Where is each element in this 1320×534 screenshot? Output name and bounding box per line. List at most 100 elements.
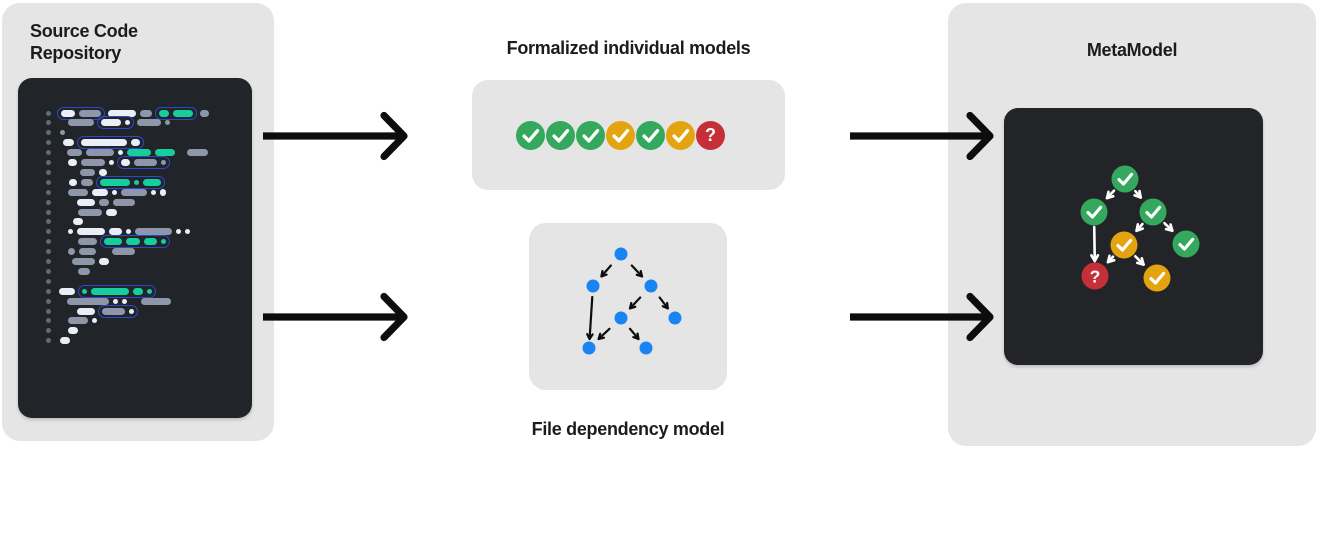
meta-node-red	[1081, 262, 1109, 290]
check-icon	[582, 128, 600, 143]
metamodel-box: ?	[1004, 108, 1263, 365]
graph-edge	[600, 264, 613, 278]
code-line	[57, 106, 209, 120]
gutter-dot	[46, 298, 51, 304]
code-token-pill	[99, 258, 109, 265]
code-line	[68, 327, 78, 335]
dependency-node	[668, 311, 682, 325]
code-token-pill	[78, 238, 97, 246]
code-token-pill	[79, 248, 96, 256]
code-token-pill	[72, 258, 95, 265]
graph-edge	[630, 264, 644, 278]
check-icon	[1178, 237, 1195, 251]
formalized-models-title: Formalized individual models	[506, 38, 751, 58]
code-line	[78, 267, 90, 275]
gutter-dot	[46, 239, 51, 245]
gutter-dot	[46, 268, 51, 274]
question-mark-icon: ?	[1090, 267, 1101, 287]
title-line-1: Source Code	[30, 21, 138, 41]
dependency-node	[614, 311, 628, 325]
code-token-pill	[121, 159, 130, 166]
code-token-dot	[151, 189, 156, 195]
code-token-pill	[77, 307, 95, 315]
gutter-dot	[46, 110, 51, 116]
gutter-dot	[46, 308, 51, 314]
arrow-head	[380, 111, 408, 161]
metamodel-graph: ?	[1080, 165, 1200, 292]
check-icon	[1116, 238, 1133, 252]
meta-node-green	[1111, 165, 1139, 193]
code-token-pill	[78, 208, 102, 216]
code-token-dot	[109, 160, 114, 165]
code-highlight-group	[117, 156, 170, 169]
graph-arrowhead	[635, 269, 644, 278]
graph-arrowhead	[1105, 190, 1115, 200]
right-arrow-icon	[263, 111, 408, 161]
code-token-pill	[121, 188, 147, 196]
code-token-pill	[60, 337, 70, 345]
check-icon	[1149, 271, 1166, 285]
check-icon	[522, 128, 540, 143]
code-token-dot	[113, 298, 118, 304]
dependency-node	[582, 341, 596, 355]
code-token-pill	[78, 267, 90, 275]
meta-node-yellow	[1110, 231, 1138, 259]
meta-node-green	[1080, 198, 1108, 226]
file-dependency-graph	[582, 247, 682, 355]
dependency-node	[639, 341, 653, 355]
code-token-pill	[68, 159, 77, 166]
code-token-pill	[67, 149, 82, 157]
code-token-pill	[187, 149, 208, 157]
graph-arrowhead	[1135, 256, 1145, 266]
status-badge-row: ?	[516, 120, 725, 150]
code-line	[68, 317, 97, 325]
code-token-pill	[127, 149, 151, 157]
code-token-pill	[200, 109, 209, 117]
code-token-dot	[147, 288, 152, 294]
status-badge-red: ?	[696, 120, 725, 150]
graph-arrowhead	[661, 301, 669, 310]
gutter-dot	[46, 229, 51, 235]
code-line	[67, 149, 208, 157]
code-token-pill	[173, 109, 193, 117]
code-highlight-group	[78, 284, 156, 298]
code-token-dot	[92, 318, 97, 324]
code-token-pill	[108, 109, 136, 117]
status-badge-green	[516, 120, 545, 150]
gutter-dot	[46, 199, 51, 205]
code-token-pill	[141, 297, 171, 305]
code-highlight-group	[155, 106, 197, 120]
code-token-dot	[82, 288, 87, 294]
code-token-pill	[143, 178, 161, 186]
code-gap	[131, 301, 137, 302]
code-highlight-group	[98, 304, 138, 318]
source-code-repository-title: Source Code Repository	[30, 20, 138, 64]
code-editor	[18, 78, 252, 418]
dependency-node	[614, 247, 628, 261]
code-token-pill	[113, 198, 135, 206]
graph-arrowhead	[1164, 223, 1174, 233]
code-token-pill	[86, 149, 114, 157]
code-line	[69, 175, 165, 189]
graph-arrowhead	[628, 301, 637, 310]
graph-edge	[1092, 225, 1097, 263]
code-token-pill	[81, 139, 127, 147]
check-icon	[1117, 172, 1134, 186]
gutter-dot	[46, 130, 51, 136]
gutter-dot	[46, 120, 51, 126]
code-token-pill	[81, 178, 93, 186]
code-line	[63, 136, 144, 150]
file-dependency-title: File dependency model	[531, 419, 725, 439]
code-token-pill	[109, 228, 122, 236]
gutter-dot	[46, 278, 51, 284]
file-dependency-box	[529, 223, 727, 390]
code-token-pill	[144, 238, 157, 246]
code-token-pill	[102, 307, 125, 315]
code-token-pill	[106, 208, 117, 216]
check-icon	[552, 128, 570, 143]
code-token-dot	[134, 179, 139, 185]
code-highlight-group	[96, 175, 165, 189]
status-badge-green	[546, 120, 575, 150]
graph-arrowhead	[1135, 223, 1144, 233]
code-token-pill	[77, 228, 105, 236]
